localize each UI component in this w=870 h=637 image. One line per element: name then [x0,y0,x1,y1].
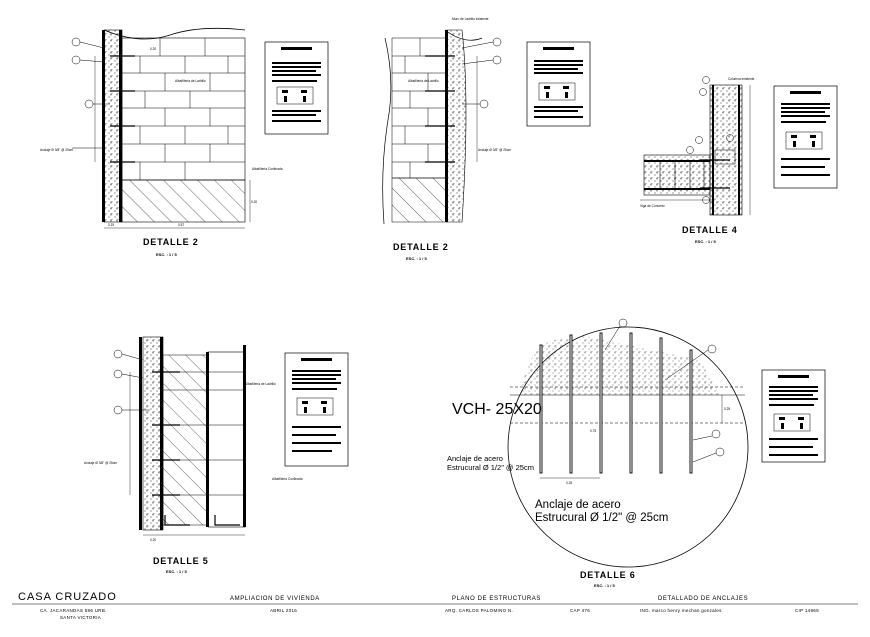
d1-dim-bottom: 0.57 [178,223,184,227]
d6-anchor-small-1: Anclaje de acero [447,454,503,463]
tb-eng-cip: CIP 14969 [795,608,819,613]
d1-dim-left: 0.15 [108,223,114,227]
detail-6-title: DETALLE 6 [580,570,636,580]
d2-label-mortar: Muro de Ladrillo existente [452,17,489,21]
d1-dim-right: 0.20 [251,200,257,204]
detail-4-title: DETALLE 4 [682,225,738,235]
detail-4-drawing [640,84,751,216]
detail-5-drawing [129,336,246,536]
d4-label-column: Columna existente [728,77,755,81]
d5-label-wall: Albañilería de Ladrillo [245,382,276,386]
d1-callouts [71,37,110,149]
tb-date: ABRIL 2016 [270,608,297,613]
d2-label-wall: Albañilería de Ladrillo [408,79,439,83]
spec-sheet-2 [526,41,591,127]
detail-2-title: DETALLE 2 [393,242,449,252]
d1-dim-top: 0.20 [150,47,156,51]
d6-dim-vert: 0.75 [590,429,596,433]
d5-label-foundation: Albañilería Confinada [272,477,303,481]
detail-1-scale: ESC. : 1 / 5 [156,252,177,257]
tb-plan: PLANO DE ESTRUCTURAS [452,596,541,602]
d1-label-foundation: Albañilería Confinada [252,167,283,171]
d1-label-anchor: Anclaje Ø 3/8" @ 25cm [40,148,73,152]
d1-label-wall: Albañilería de Ladrillo [175,79,206,83]
detail-2-scale: ESC. : 1 / 5 [406,256,427,261]
detail-1-title: DETALLE 2 [143,237,199,247]
spec-sheet-4 [773,85,838,189]
d6-anchor-small-2: Estrucural Ø 1/2" @ 25cm [447,463,534,472]
d5-dim-bottom: 0.20 [150,538,156,542]
d6-anchor-line1: Anclaje de acero [535,499,621,511]
detail-5-title: DETALLE 5 [153,556,209,566]
d6-dim-side: 0.25 [724,407,730,411]
spec-sheet-1 [264,41,329,135]
tb-project: CASA CRUZADO [18,591,117,603]
detail-1-drawing [94,27,251,229]
d4-callouts [686,76,734,204]
d2-label-anchor: Anclaje Ø 3/8" @ 25cm [478,148,511,152]
tb-engineer: ING. marco henry mechan gonzales [640,608,722,613]
d6-dim-spacing: 0.25 [566,481,572,485]
d2-callouts [461,37,502,109]
d5-callouts [113,349,150,415]
d5-label-anchor: Anclaje Ø 3/8" @ 25cm [84,461,117,465]
tb-work: AMPLIACION DE VIVIENDA [230,596,320,602]
spec-sheet-5 [284,352,349,467]
d6-beam-label: VCH- 25X20 [452,401,542,418]
d4-label-beam: Viga de Concreto [640,204,665,208]
spec-sheet-6 [761,369,826,463]
d6-callouts [604,318,725,463]
d6-anchor-line2: Estrucural Ø 1/2" @ 25cm [535,512,668,524]
detail-4-scale: ESC. : 1 / 5 [695,239,716,244]
detail-5-scale: ESC. : 1 / 5 [166,569,187,574]
tb-address-2: SANTA VICTORIA [60,615,101,620]
detail-6-drawing [507,326,749,568]
tb-detail: DETALLADO DE ANCLAJES [658,596,748,602]
tb-arch-cap: CAP 476 [570,608,590,613]
detail-6-scale: ESC. : 1 / 5 [594,583,615,588]
detail-2-drawing [382,29,483,225]
tb-architect: ARQ. CARLOS PALOMINO N. [445,608,513,613]
tb-address-1: CA. JACARANDAS 586 URB. [40,608,107,613]
